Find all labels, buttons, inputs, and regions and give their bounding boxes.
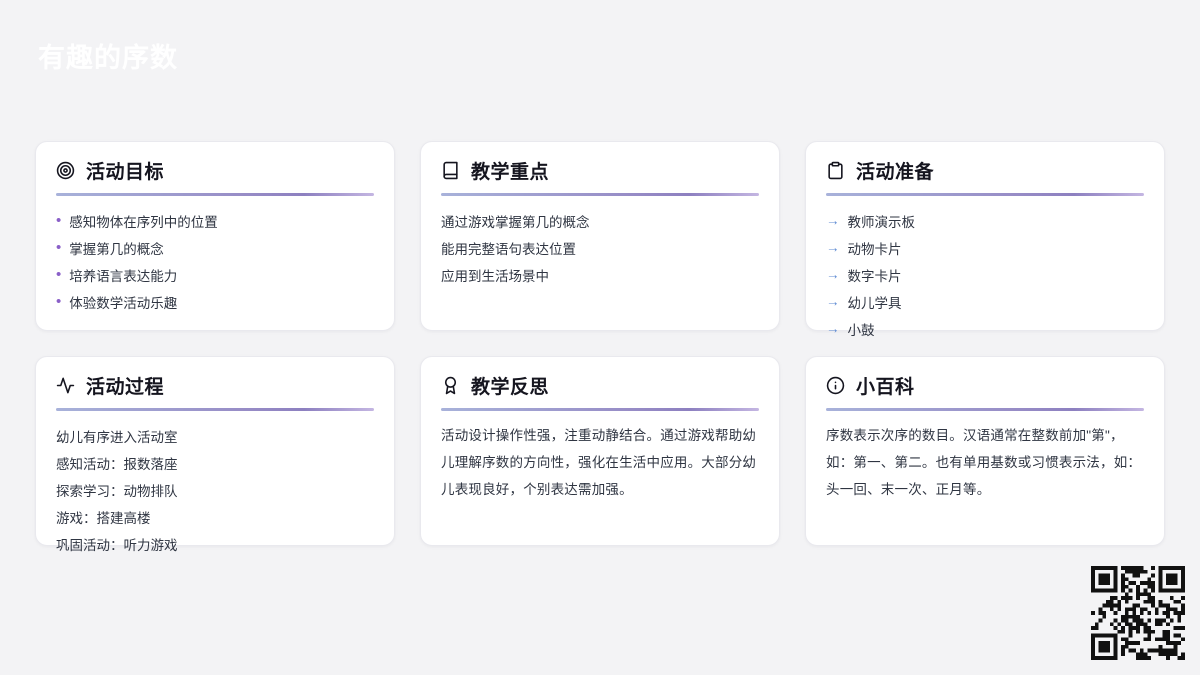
cards-grid: 活动目标 • 感知物体在序列中的位置 • 掌握第几的概念 • 培养语言表达能力 • 体验数学活… [35, 141, 1165, 553]
list-item: 探索学习：动物排队 [56, 476, 374, 503]
list-item: 巩固活动：听力游戏 [56, 530, 374, 557]
list-item: • 感知物体在序列中的位置 [56, 207, 374, 234]
card-教学反思: 教学反思 活动设计操作性强，注重动静结合。通过游戏帮助幼儿理解序数的方向性，强化… [420, 356, 780, 546]
card-活动准备: 活动准备 → 教师演示板 → 动物卡片 → 数字卡片 → 幼儿学具 → 小鼓 [805, 141, 1165, 338]
card-header: 活动准备 [826, 157, 1144, 184]
award-icon [441, 376, 460, 395]
bullet-icon: • [56, 212, 62, 229]
arrow-icon: → [826, 320, 840, 336]
card-小百科: 小百科 序数表示次序的数目。汉语通常在整数前加"第"，如：第一、第二。也有单用基… [805, 356, 1165, 546]
card-paragraph: 活动设计操作性强，注重动静结合。通过游戏帮助幼儿理解序数的方向性，强化在生活中应… [441, 428, 757, 497]
list-item: 应用到生活场景中 [441, 261, 759, 288]
list-item-text: 幼儿有序进入活动室 [56, 429, 178, 445]
card-活动过程: 活动过程 幼儿有序进入活动室感知活动：报数落座探索学习：动物排队游戏：搭建高楼巩… [35, 356, 395, 553]
list-item: → 小鼓 [826, 315, 1144, 342]
list-item-text: 培养语言表达能力 [69, 268, 178, 284]
list-item: • 体验数学活动乐趣 [56, 288, 374, 315]
list-item-text: 动物卡片 [847, 241, 902, 257]
list-item-text: 掌握第几的概念 [69, 241, 164, 257]
card-title-underline [56, 193, 374, 196]
card-paragraph: 序数表示次序的数目。汉语通常在整数前加"第"，如：第一、第二。也有单用基数或习惯… [826, 428, 1142, 497]
card-title-underline [441, 408, 759, 411]
card-header: 教学反思 [441, 372, 759, 399]
card-header: 活动目标 [56, 157, 374, 184]
card-header: 小百科 [826, 372, 1144, 399]
list-item: • 培养语言表达能力 [56, 261, 374, 288]
card-header: 活动过程 [56, 372, 374, 399]
card-title-underline [441, 193, 759, 196]
bullet-icon: • [56, 266, 62, 283]
book-icon [441, 161, 460, 180]
card-title: 教学反思 [471, 377, 550, 398]
card-body: 幼儿有序进入活动室感知活动：报数落座探索学习：动物排队游戏：搭建高楼巩固活动：听… [56, 422, 374, 557]
card-header: 教学重点 [441, 157, 759, 184]
list-item: 感知活动：报数落座 [56, 449, 374, 476]
card-title: 活动准备 [856, 162, 935, 183]
list-item-text: 游戏：搭建高楼 [56, 510, 151, 526]
card-title: 活动目标 [86, 162, 165, 183]
arrow-icon: → [826, 239, 840, 255]
card-教学重点: 教学重点 通过游戏掌握第几的概念能用完整语句表达位置应用到生活场景中 [420, 141, 780, 331]
list-item-text: 感知物体在序列中的位置 [69, 214, 218, 230]
list-item-text: 应用到生活场景中 [441, 268, 549, 284]
arrow-icon: → [826, 266, 840, 282]
target-icon [56, 161, 75, 180]
card-body: • 感知物体在序列中的位置 • 掌握第几的概念 • 培养语言表达能力 • 体验数学活动乐趣 [56, 207, 374, 315]
arrow-icon: → [826, 293, 840, 309]
qr-code [1091, 566, 1185, 660]
list-item-text: 通过游戏掌握第几的概念 [441, 214, 590, 230]
activity-icon [56, 376, 75, 395]
list-item-text: 感知活动：报数落座 [56, 456, 178, 472]
list-item-text: 教师演示板 [847, 214, 916, 230]
list-item-text: 小鼓 [847, 322, 875, 338]
card-title: 活动过程 [86, 377, 165, 398]
list-item: 通过游戏掌握第几的概念 [441, 207, 759, 234]
card-title: 教学重点 [471, 162, 550, 183]
card-title-underline [826, 408, 1144, 411]
card-title-underline [826, 193, 1144, 196]
arrow-icon: → [826, 212, 840, 228]
info-icon [826, 376, 845, 395]
list-item: → 动物卡片 [826, 234, 1144, 261]
list-item: → 幼儿学具 [826, 288, 1144, 315]
bullet-icon: • [56, 239, 62, 256]
list-item-text: 探索学习：动物排队 [56, 483, 178, 499]
card-body: 通过游戏掌握第几的概念能用完整语句表达位置应用到生活场景中 [441, 207, 759, 288]
list-item-text: 体验数学活动乐趣 [69, 295, 178, 311]
list-item: • 掌握第几的概念 [56, 234, 374, 261]
list-item: → 数字卡片 [826, 261, 1144, 288]
list-item: → 教师演示板 [826, 207, 1144, 234]
card-title-underline [56, 408, 374, 411]
list-item-text: 数字卡片 [847, 268, 902, 284]
list-item-text: 幼儿学具 [847, 295, 902, 311]
list-item: 能用完整语句表达位置 [441, 234, 759, 261]
clipboard-icon [826, 161, 845, 180]
list-item: 游戏：搭建高楼 [56, 503, 374, 530]
card-body: 活动设计操作性强，注重动静结合。通过游戏帮助幼儿理解序数的方向性，强化在生活中应… [441, 422, 759, 503]
card-title: 小百科 [856, 377, 915, 398]
bullet-icon: • [56, 293, 62, 310]
card-body: 序数表示次序的数目。汉语通常在整数前加"第"，如：第一、第二。也有单用基数或习惯… [826, 422, 1144, 503]
list-item-text: 巩固活动：听力游戏 [56, 537, 178, 553]
page-title: 有趣的序数 [38, 43, 178, 73]
list-item-text: 能用完整语句表达位置 [441, 241, 576, 257]
card-body: → 教师演示板 → 动物卡片 → 数字卡片 → 幼儿学具 → 小鼓 [826, 207, 1144, 342]
card-活动目标: 活动目标 • 感知物体在序列中的位置 • 掌握第几的概念 • 培养语言表达能力 • 体验数学活… [35, 141, 395, 331]
list-item: 幼儿有序进入活动室 [56, 422, 374, 449]
